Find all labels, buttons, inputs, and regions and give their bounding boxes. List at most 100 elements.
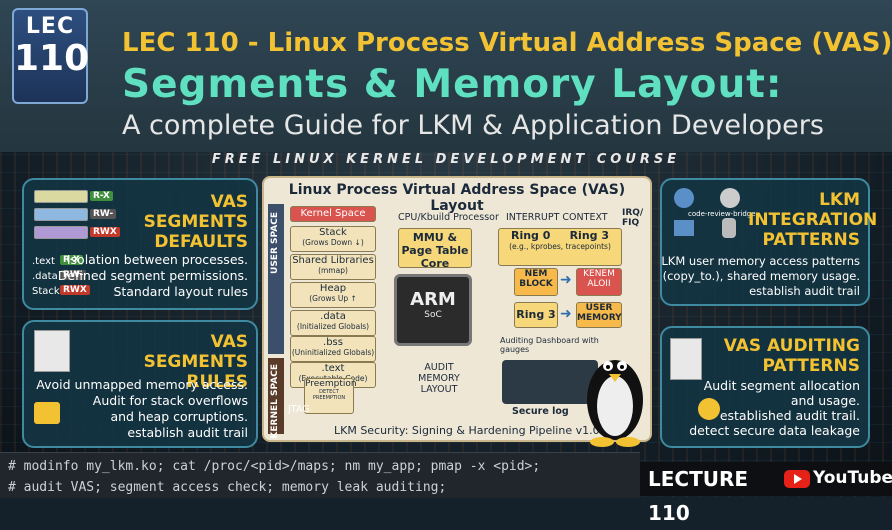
shared-label: Shared Libraries: [292, 255, 374, 266]
panel-title: LKM INTEGRATION PATTERNS: [748, 190, 878, 250]
interrupt-label: INTERRUPT CONTEXT: [506, 212, 608, 223]
ring-sub: (e.g., kprobes, tracepoints): [509, 242, 611, 251]
database-icon: [722, 218, 736, 238]
code-review-label: code-review-bridge: [688, 210, 756, 218]
heap-sub: (Grows Up ↑: [309, 294, 357, 303]
command-bar: # modinfo my_lkm.ko; cat /proc/<pid>/map…: [0, 452, 640, 498]
segment-bar: [34, 190, 88, 203]
segment-bar: [34, 226, 88, 239]
bss-label: .bss: [323, 337, 343, 348]
title-text: VAS SEGMENTS: [143, 332, 248, 372]
title-line1: LEC 110 - Linux Process Virtual Address …: [122, 28, 892, 58]
badge-line2: 110: [14, 38, 90, 79]
panel-text: establish audit trail: [127, 425, 248, 440]
document-stack-icon: [34, 330, 70, 372]
irq-label: IRQ/ FIQ: [622, 208, 644, 228]
segment-bar: [34, 208, 88, 221]
monitor-icon: [674, 220, 694, 236]
panel-title: VAS SEGMENTS DEFAULTS: [120, 192, 248, 252]
arrow-icon: ➜: [560, 272, 572, 288]
jtag-label: JTAG: [288, 404, 310, 415]
preemption-box: Preemption DETECT PREEMPTION: [304, 378, 357, 414]
bss-box: .bss (Uninitialized Globals): [290, 336, 376, 362]
dashboard-gauges: [502, 360, 598, 404]
seg-label: .text: [32, 256, 55, 267]
panel-text: detect secure data leakage: [689, 423, 860, 438]
tux-penguin-icon: [587, 360, 643, 447]
shared-sub: (mmap): [318, 266, 348, 275]
preempt-sub: DETECT PREEMPTION: [312, 389, 346, 401]
user-space-strip: [268, 204, 284, 354]
perm-badge: R-X: [60, 255, 83, 265]
panel-text: establish audit trail: [749, 284, 860, 298]
perm-badge: RW-: [60, 270, 87, 280]
user-avatar-icon: [720, 188, 740, 208]
panel-text: and usage.: [790, 393, 860, 408]
youtube-text: YouTube: [813, 468, 892, 488]
data-sub: (Initialized Globals): [296, 322, 370, 331]
panel-lkm-integration: code-review-bridge LKM INTEGRATION PATTE…: [660, 178, 878, 306]
kernel-space-strip: [268, 358, 284, 434]
perm-badge: RWX: [60, 285, 90, 295]
youtube-logo: YouTube: [780, 462, 892, 496]
secure-log-label: Secure log: [512, 406, 569, 417]
lecture-footer: LECTURE 110: [640, 462, 788, 525]
mmu-box: MMU & Page Table Core: [398, 228, 472, 270]
vas-layout-diagram: Linux Process Virtual Address Space (VAS…: [262, 176, 652, 442]
stack-label: Stack: [319, 227, 347, 238]
title-line3: A complete Guide for LKM & Application D…: [122, 110, 824, 141]
chip-sub: SoC: [424, 310, 442, 320]
panel-text: Standard layout rules: [113, 284, 248, 299]
title-text: VAS AUDITING: [723, 336, 860, 356]
panel-text: and heap corruptions.: [110, 409, 248, 424]
panel-segments-rules: VAS SEGMENTS RULES Avoid unmapped memory…: [22, 320, 258, 448]
title-text: LKM: [819, 190, 860, 210]
title-text: PATTERNS: [762, 356, 861, 376]
seg-label: Stack: [32, 286, 60, 297]
ring3-box: Ring 3: [514, 302, 558, 328]
audit-memory-layout-label: AUDIT MEMORY LAYOUT: [418, 362, 460, 395]
perm-badge: R-X: [90, 191, 113, 201]
text-label: .text: [321, 363, 345, 374]
panel-text: Audit segment allocation: [703, 378, 860, 393]
user-avatar-icon: [674, 188, 694, 208]
header-banner: [0, 0, 892, 152]
heap-box: Heap (Grows Up ↑: [290, 282, 376, 308]
pipeline-label: LKM Security: Signing & Hardening Pipeli…: [334, 424, 600, 437]
panel-text: Audit for stack overflows: [92, 393, 248, 408]
panel-text: Defined segment permissions.: [57, 268, 248, 283]
badge-line1: LEC: [25, 14, 75, 39]
course-banner: FREE LINUX KERNEL DEVELOPMENT COURSE: [211, 152, 681, 167]
title-text: INTEGRATION: [748, 210, 878, 230]
ring3-label: Ring 3: [569, 229, 610, 242]
command-line2: # audit VAS; segment access check; memor…: [8, 480, 447, 495]
perm-badge: RWX: [90, 227, 120, 237]
panel-text: established audit trail.: [719, 408, 860, 423]
arrow-icon: ➜: [560, 306, 572, 322]
data-label: .data: [320, 311, 346, 322]
kernel-space-side-label: KERNEL SPACE: [270, 364, 280, 439]
stack-sub: (Grows Down ↓): [302, 238, 364, 247]
panel-text: (copy_to.), shared memory usage.: [662, 269, 860, 283]
panel-text: Avoid unmapped memory access.: [36, 377, 248, 392]
arm-chip-icon: ARM SoC: [394, 274, 472, 346]
panel-text: Isolation between processes.: [66, 252, 248, 267]
title-text: PATTERNS: [762, 230, 861, 250]
gauge-icon: [698, 398, 720, 420]
perm-badge: RW-: [90, 209, 117, 219]
heap-label: Heap: [319, 283, 347, 294]
user-memory-box: USER MEMORY: [576, 302, 622, 328]
panel-title: VAS AUDITING PATTERNS: [722, 336, 860, 376]
ring-box: Ring 0 Ring 3 (e.g., kprobes, tracepoint…: [498, 228, 622, 266]
nem-block-box: NEM BLOCK: [514, 268, 558, 296]
seg-label: .data: [32, 271, 58, 282]
title-text: VAS SEGMENTS: [143, 192, 248, 232]
stack-box: Stack (Grows Down ↓): [290, 226, 376, 252]
padlock-icon: [34, 402, 60, 424]
shared-libraries-box: Shared Libraries (mmap): [290, 254, 376, 280]
panel-text: LKM user memory access patterns: [661, 254, 860, 268]
title-text: RULES: [186, 372, 248, 392]
lecture-badge: LEC 110: [12, 8, 90, 104]
diagram-title: Linux Process Virtual Address Space (VAS…: [288, 182, 626, 214]
title-line2: Segments & Memory Layout:: [122, 62, 783, 107]
